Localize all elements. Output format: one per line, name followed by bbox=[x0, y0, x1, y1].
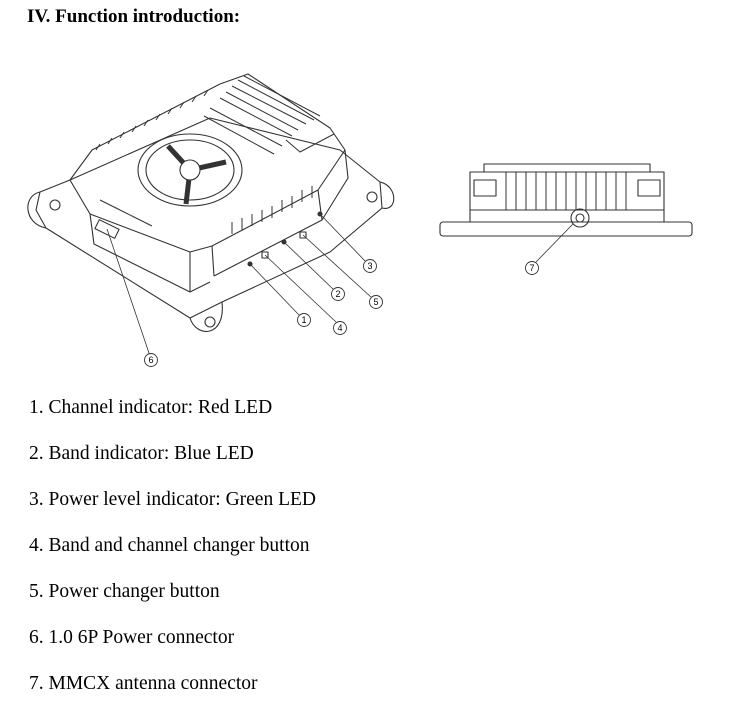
svg-text:2: 2 bbox=[335, 289, 340, 299]
list-item-band-indicator: 2. Band indicator: Blue LED bbox=[29, 443, 254, 464]
list-item-antenna-connector: 7. MMCX antenna connector bbox=[29, 673, 258, 694]
svg-text:5: 5 bbox=[373, 297, 378, 307]
svg-text:4: 4 bbox=[337, 323, 342, 333]
list-item-band-channel-button: 4. Band and channel changer button bbox=[29, 535, 310, 556]
callout-3: 3 bbox=[363, 259, 377, 273]
device-side-view-drawing bbox=[439, 163, 693, 263]
function-list: 1. Channel indicator: Red LED 2. Band in… bbox=[29, 396, 316, 718]
svg-text:1: 1 bbox=[301, 315, 306, 325]
device-isometric-drawing bbox=[27, 73, 395, 357]
device-diagram: 1 2 3 4 5 6 7 bbox=[27, 73, 693, 367]
svg-text:7: 7 bbox=[529, 263, 534, 273]
callout-7: 7 bbox=[525, 261, 539, 275]
callout-5: 5 bbox=[369, 295, 383, 309]
callout-2: 2 bbox=[331, 287, 345, 301]
callout-6: 6 bbox=[144, 353, 158, 367]
list-item-power-changer-button: 5. Power changer button bbox=[29, 581, 220, 602]
callout-4: 4 bbox=[333, 321, 347, 335]
svg-text:6: 6 bbox=[148, 355, 153, 365]
callout-1: 1 bbox=[297, 313, 311, 327]
svg-text:3: 3 bbox=[367, 261, 372, 271]
list-item-power-connector: 6. 1.0 6P Power connector bbox=[29, 627, 235, 648]
list-item-channel-indicator: 1. Channel indicator: Red LED bbox=[29, 397, 273, 418]
list-item-power-level-indicator: 3. Power level indicator: Green LED bbox=[29, 489, 316, 510]
section-heading: IV. Function introduction: bbox=[27, 6, 241, 27]
